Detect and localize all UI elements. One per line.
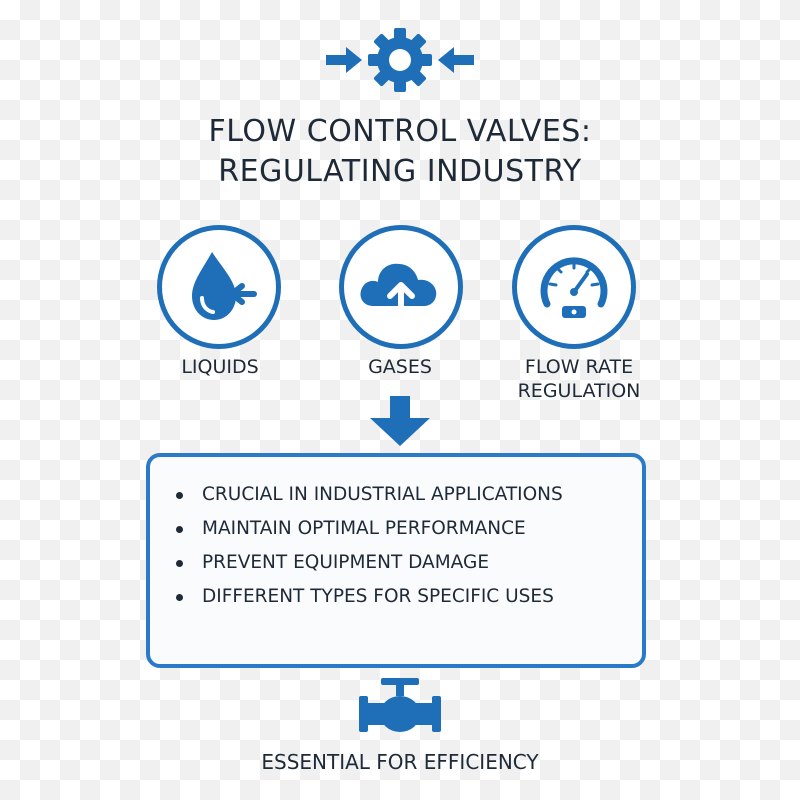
- category-label-flow-rate-line-2: REGULATION: [517, 380, 641, 402]
- list-item: CRUCIAL IN INDUSTRIAL APPLICATIONS: [150, 483, 602, 507]
- gear-with-arrows-icon: [320, 25, 480, 95]
- liquids-circle: [157, 225, 281, 349]
- droplet-icon: [192, 252, 257, 320]
- valve-icon: [357, 676, 443, 736]
- list-item-text: MAINTAIN OPTIMAL PERFORMANCE: [202, 518, 526, 539]
- bullet-icon: [176, 526, 183, 533]
- list-item-text: PREVENT EQUIPMENT DAMAGE: [202, 552, 490, 573]
- list-item: DIFFERENT TYPES FOR SPECIFIC USES: [150, 585, 602, 609]
- page-title: FLOW CONTROL VALVES: REGULATING INDUSTRY: [100, 112, 700, 192]
- flow-rate-circle: [512, 225, 636, 349]
- bullet-icon: [176, 560, 183, 567]
- category-label-gases: GASES: [368, 356, 432, 378]
- key-points-list: CRUCIAL IN INDUSTRIAL APPLICATIONS MAINT…: [150, 483, 602, 619]
- category-label-flow-rate-line-1: FLOW RATE: [524, 356, 634, 378]
- title-line-1: FLOW CONTROL VALVES:: [208, 114, 592, 149]
- title-line-2: REGULATING INDUSTRY: [218, 154, 582, 189]
- category-label-liquids: LIQUIDS: [181, 356, 259, 378]
- down-arrow-icon: [368, 396, 432, 448]
- bullet-icon: [176, 492, 183, 499]
- bullet-icon: [176, 594, 183, 601]
- list-item-text: CRUCIAL IN INDUSTRIAL APPLICATIONS: [202, 484, 563, 505]
- footer-caption: ESSENTIAL FOR EFFICIENCY: [261, 750, 539, 774]
- list-item: MAINTAIN OPTIMAL PERFORMANCE: [150, 517, 602, 541]
- key-points-panel: CRUCIAL IN INDUSTRIAL APPLICATIONS MAINT…: [146, 453, 646, 668]
- list-item-text: DIFFERENT TYPES FOR SPECIFIC USES: [202, 586, 554, 607]
- gases-circle: [339, 225, 463, 349]
- category-label-flow-rate: FLOW RATE REGULATION: [489, 355, 669, 403]
- cloud-upload-icon: [360, 263, 437, 319]
- gauge-icon: [540, 257, 608, 318]
- list-item: PREVENT EQUIPMENT DAMAGE: [150, 551, 602, 575]
